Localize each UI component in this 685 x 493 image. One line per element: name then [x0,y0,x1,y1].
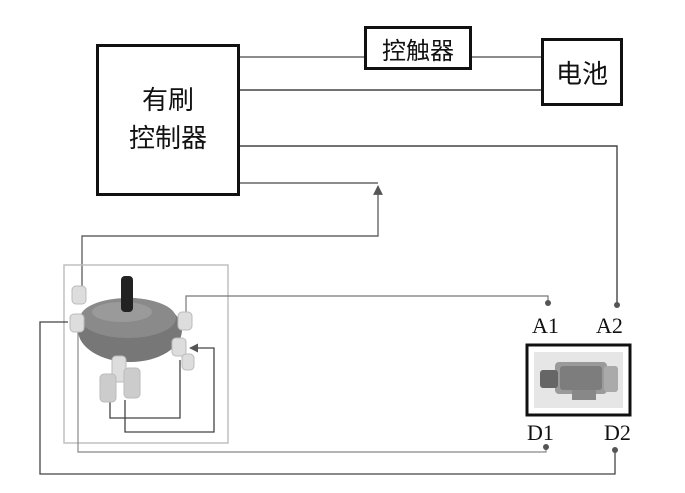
battery-box: 电池 [541,38,623,106]
brush-controller-box: 有刷 控制器 [96,44,240,196]
starter-motor-icon [534,352,623,408]
d1-dot [543,444,549,450]
terminal-a2-label: A2 [596,313,623,338]
winding-inner [109,360,181,419]
trigger-box: 控触器 [364,26,472,70]
winding-outer [124,343,215,433]
wire-d2 [39,321,616,475]
motor-frame [63,264,229,444]
terminal-d1-label: D1 [527,420,554,445]
a1-dot [545,300,551,306]
wire-a1 [185,295,549,330]
terminal-d2-label: D2 [604,420,631,445]
controller-label-line2: 控制器 [128,124,207,154]
brush-motor-icon [69,276,195,403]
controller-label-line1: 有刷 [141,86,194,116]
a2-dot [614,302,620,308]
trigger-label: 控触器 [382,36,454,65]
d2-dot [612,447,618,453]
wire-motor-to-controller [81,185,383,290]
terminal-a1-label: A1 [532,313,559,338]
wire-controller-a2 [238,145,618,305]
battery-label: 电池 [555,59,608,90]
